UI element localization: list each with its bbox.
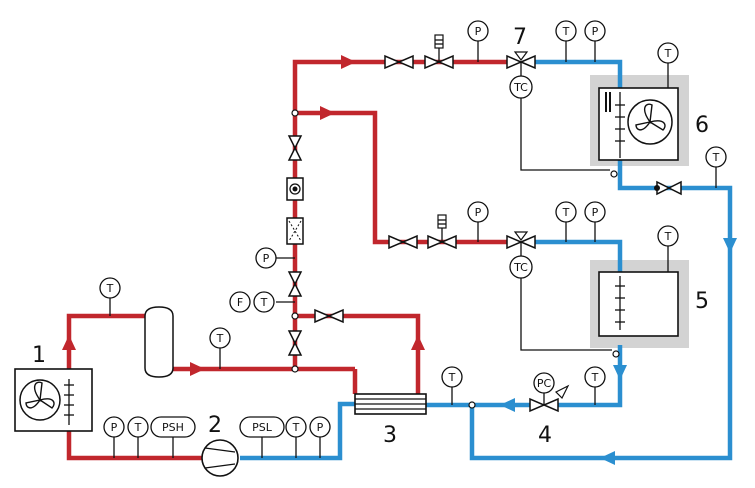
svg-text:PSL: PSL: [252, 421, 273, 434]
svg-text:T: T: [106, 282, 114, 295]
expansion-valve-mid: [506, 231, 620, 358]
svg-text:T: T: [562, 206, 570, 219]
receiver-tank: [144, 306, 174, 378]
shutoff-valves: [287, 34, 682, 356]
filter-drier: [286, 217, 304, 245]
condenser: [14, 368, 93, 432]
evaporator-6: [598, 87, 679, 161]
heat-exchanger: [354, 393, 427, 415]
svg-text:T: T: [448, 371, 456, 384]
svg-text:T: T: [292, 421, 300, 434]
svg-text:P: P: [263, 252, 270, 265]
evaporator-5: [598, 271, 679, 337]
svg-text:T: T: [591, 371, 599, 384]
evaporator-6-label: 6: [695, 113, 709, 138]
svg-text:P: P: [592, 206, 599, 219]
evaporator-5-label: 5: [695, 289, 709, 314]
svg-text:TC: TC: [513, 261, 528, 274]
svg-text:P: P: [111, 421, 118, 434]
svg-text:P: P: [475, 206, 482, 219]
svg-text:PSH: PSH: [162, 421, 184, 434]
svg-text:F: F: [237, 296, 243, 309]
compressor: [201, 439, 239, 477]
flow-arrows: [62, 55, 737, 465]
expansion-valve-top: [506, 51, 618, 178]
svg-text:T: T: [562, 25, 570, 38]
compressor-label: 2: [208, 413, 222, 438]
expansion-valve-top-label: 7: [513, 25, 527, 50]
hot-gas-piping: [66, 59, 512, 461]
svg-text:P: P: [592, 25, 599, 38]
svg-text:T: T: [664, 47, 672, 60]
svg-text:P: P: [317, 421, 324, 434]
svg-text:T: T: [134, 421, 142, 434]
heat-exchanger-label: 3: [383, 423, 397, 448]
junctions: [291, 109, 476, 409]
svg-text:T: T: [664, 230, 672, 243]
svg-text:P: P: [475, 25, 482, 38]
expansion-valve-label: 4: [538, 423, 552, 448]
svg-text:T: T: [260, 296, 268, 309]
pressure-regulating-valve: [529, 372, 570, 413]
instrument-bubbles: T T P F T P T P T T: [99, 20, 727, 458]
condenser-label: 1: [32, 343, 46, 368]
svg-text:T: T: [216, 332, 224, 345]
svg-text:T: T: [712, 151, 720, 164]
svg-text:TC: TC: [513, 81, 528, 94]
svg-text:PC: PC: [537, 377, 552, 390]
sight-glass: [286, 177, 304, 201]
